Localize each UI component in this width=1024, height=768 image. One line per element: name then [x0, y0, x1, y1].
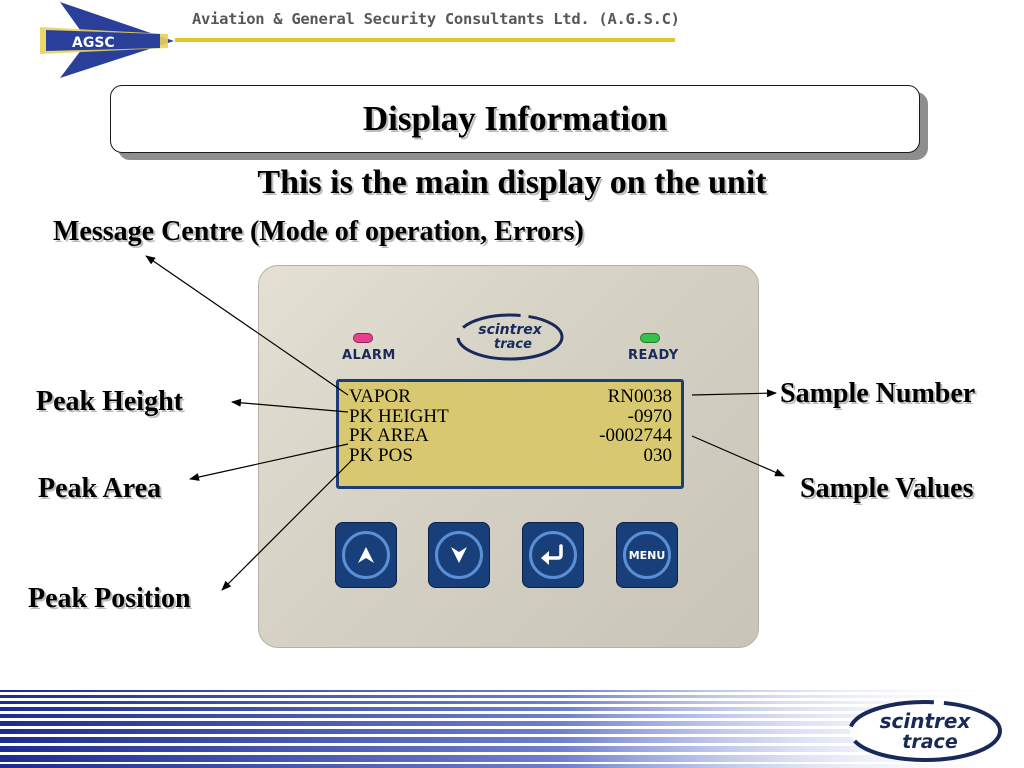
title-box: Display Information	[110, 85, 920, 153]
alarm-led	[353, 333, 373, 343]
down-button[interactable]	[428, 522, 490, 588]
company-name: Aviation & General Security Consultants …	[192, 10, 680, 28]
enter-button[interactable]	[522, 522, 584, 588]
device-logo-line1: scintrex	[478, 322, 542, 338]
menu-button[interactable]: MENU	[616, 522, 678, 588]
label-peak-position: Peak Position	[28, 583, 191, 614]
menu-button-label: MENU	[628, 548, 666, 562]
device-brand-logo: scintrex trace	[456, 313, 564, 361]
footer-stripes	[0, 690, 1024, 768]
lcd-peak-area-label: PK AREA	[349, 425, 429, 446]
lcd-row: VAPOR RN0038	[349, 387, 672, 407]
footer-brand-logo: scintrex trace	[848, 700, 1002, 762]
page-title: Display Information	[362, 99, 668, 138]
button-ring: MENU	[623, 531, 671, 579]
device-logo-ring	[456, 313, 564, 361]
lcd-peak-height-label: PK HEIGHT	[349, 405, 449, 427]
button-ring	[435, 531, 483, 579]
lcd-display: VAPOR RN0038 PK HEIGHT -0970 PK AREA -00…	[336, 379, 684, 489]
subtitle: This is the main display on the unit	[257, 164, 767, 201]
lcd-mode-label: VAPOR	[349, 386, 411, 407]
button-ring	[342, 531, 390, 579]
label-sample-number: Sample Number	[780, 378, 976, 409]
logo-inner-band	[46, 30, 160, 51]
lcd-peak-pos-label: PK POS	[349, 444, 413, 466]
label-peak-area: Peak Area	[38, 473, 162, 504]
up-button[interactable]	[335, 522, 397, 588]
lcd-row: PK POS 030	[349, 444, 673, 466]
footer-logo-ring	[848, 700, 1002, 762]
label-message-centre: Message Centre (Mode of operation, Error…	[53, 216, 584, 247]
up-arrow-icon	[358, 547, 374, 563]
footer-logo-line1: scintrex	[880, 709, 972, 733]
lcd-peak-area-value: -0002744	[599, 425, 672, 446]
down-arrow-icon	[451, 547, 467, 563]
footer-logo-line2: trace	[902, 731, 958, 753]
enter-return-icon	[541, 544, 563, 565]
alarm-label: ALARM	[342, 348, 396, 363]
lcd-row: PK HEIGHT -0970	[349, 405, 672, 427]
lcd-sample-number: RN0038	[607, 386, 672, 407]
ready-led	[640, 333, 660, 343]
agsc-logo: AGSC	[40, 2, 174, 78]
button-ring	[529, 531, 577, 579]
lcd-row: PK AREA -0002744	[349, 426, 672, 446]
lcd-peak-pos-value: 030	[643, 444, 673, 466]
label-peak-height: Peak Height	[36, 386, 183, 417]
lcd-peak-height-value: -0970	[627, 405, 672, 427]
header-rule	[175, 38, 675, 42]
logo-text: AGSC	[72, 35, 115, 51]
ready-label: READY	[628, 348, 679, 363]
device-logo-line2: trace	[494, 337, 532, 352]
label-sample-values: Sample Values	[800, 473, 974, 504]
